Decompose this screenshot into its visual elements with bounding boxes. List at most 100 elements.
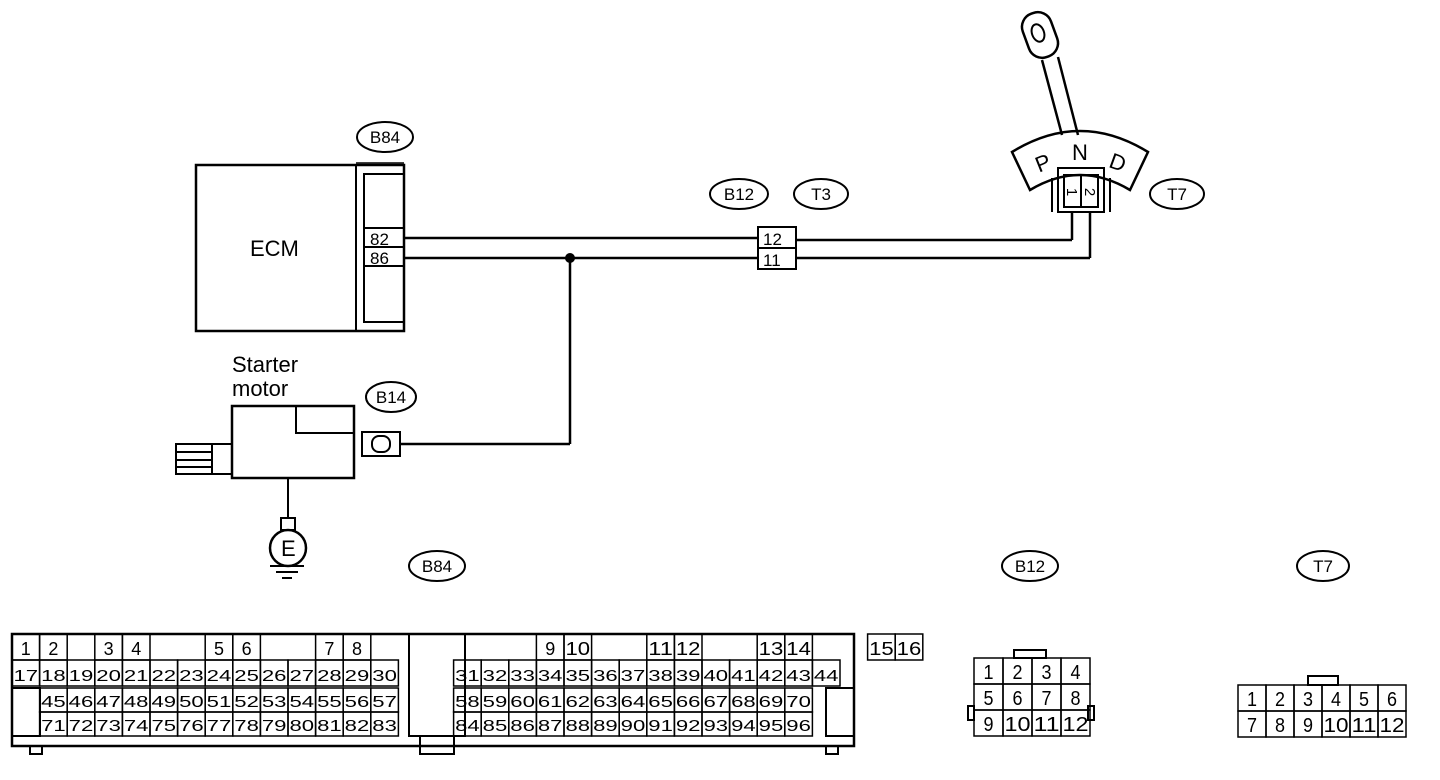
b84-pin-66: 66 (673, 687, 703, 713)
b84-pin-74: 74 (121, 711, 151, 737)
tag-t7-top: T7 (1149, 178, 1205, 210)
svg-text:12: 12 (676, 639, 701, 659)
svg-text:55: 55 (317, 694, 342, 711)
b84-pin-78: 78 (232, 711, 262, 737)
b84-pin-65: 65 (646, 687, 676, 713)
b84-pin-9: 9 (535, 633, 565, 661)
b84-pin-14: 14 (784, 633, 814, 661)
b84-pin-26: 26 (259, 659, 289, 687)
b12-pin-4: 4 (1060, 657, 1091, 685)
t7-pin-5: 5 (1349, 684, 1379, 712)
svg-text:90: 90 (621, 718, 646, 735)
svg-text:56: 56 (345, 694, 370, 711)
svg-text:8: 8 (352, 639, 362, 659)
t7-pin-10: 10 (1321, 710, 1351, 738)
svg-text:21: 21 (124, 668, 149, 685)
svg-text:42: 42 (759, 668, 784, 685)
b84-pin-8: 8 (342, 633, 372, 661)
svg-text:13: 13 (759, 639, 784, 659)
svg-text:34: 34 (538, 668, 563, 685)
b12-pin-8: 8 (1060, 683, 1091, 711)
b84-pin-93: 93 (701, 711, 731, 737)
svg-text:T7: T7 (1167, 185, 1187, 204)
svg-text:5: 5 (214, 639, 224, 659)
connector-b12-t3: 12 11 (757, 226, 797, 270)
b12-pin-7: 7 (1031, 683, 1062, 711)
wire-harness (400, 212, 1092, 446)
b84-pin-15: 15 (866, 633, 896, 661)
svg-text:10: 10 (1005, 714, 1031, 736)
svg-text:91: 91 (648, 718, 673, 735)
svg-text:76: 76 (179, 718, 204, 735)
svg-text:69: 69 (759, 694, 784, 711)
svg-text:54: 54 (290, 694, 315, 711)
b84-pin-73: 73 (94, 711, 124, 737)
b84-pin-63: 63 (590, 687, 620, 713)
svg-text:94: 94 (731, 718, 756, 735)
gear-n-label: N (1072, 140, 1088, 165)
svg-text:15: 15 (869, 639, 894, 659)
b84-pin-47: 47 (94, 687, 124, 713)
svg-text:61: 61 (538, 694, 563, 711)
wire-splice (565, 253, 575, 263)
b84-pin-77: 77 (204, 711, 234, 737)
b84-pin-36: 36 (590, 659, 620, 687)
svg-text:50: 50 (179, 694, 204, 711)
b12-pin-10: 10 (1002, 709, 1033, 737)
ecm-pin-82: 82 (370, 230, 389, 249)
svg-text:32: 32 (483, 668, 508, 685)
svg-text:36: 36 (593, 668, 618, 685)
svg-text:5: 5 (1359, 689, 1369, 711)
b84-pin-2: 2 (38, 633, 68, 661)
b84-pin-58: 58 (452, 687, 482, 713)
b84-pin-40: 40 (701, 659, 731, 687)
b84-pin-54: 54 (287, 687, 317, 713)
t7-pin-4: 4 (1321, 684, 1351, 712)
b84-pin-49: 49 (149, 687, 179, 713)
svg-text:93: 93 (704, 718, 729, 735)
svg-text:26: 26 (262, 668, 287, 685)
tag-b84-top: B84 (356, 121, 414, 153)
svg-text:92: 92 (676, 718, 701, 735)
t7-pin-9: 9 (1293, 710, 1323, 738)
b84-pin-69: 69 (756, 687, 786, 713)
b84-pin-85: 85 (480, 711, 510, 737)
svg-text:24: 24 (207, 668, 232, 685)
svg-text:B12: B12 (1015, 557, 1045, 576)
svg-text:60: 60 (510, 694, 535, 711)
b84-pin-67: 67 (701, 687, 731, 713)
svg-text:87: 87 (538, 718, 563, 735)
b84-pin-11: 11 (646, 633, 676, 661)
svg-text:96: 96 (786, 718, 811, 735)
b84-pin-20: 20 (94, 659, 124, 687)
svg-text:29: 29 (345, 668, 370, 685)
b84-pin-82: 82 (342, 711, 372, 737)
svg-text:75: 75 (152, 718, 177, 735)
svg-text:89: 89 (593, 718, 618, 735)
b84-pin-33: 33 (508, 659, 538, 687)
svg-text:95: 95 (759, 718, 784, 735)
svg-text:86: 86 (510, 718, 535, 735)
b84-pin-3: 3 (94, 633, 124, 661)
b12-pin-12: 12 (763, 230, 782, 249)
svg-text:83: 83 (372, 718, 397, 735)
svg-text:1: 1 (21, 639, 31, 659)
svg-text:48: 48 (124, 694, 149, 711)
b84-pin-50: 50 (176, 687, 206, 713)
svg-text:84: 84 (455, 718, 480, 735)
svg-text:37: 37 (621, 668, 646, 685)
svg-text:4: 4 (1071, 662, 1081, 684)
t7-pin-6: 6 (1377, 684, 1407, 712)
svg-text:B84: B84 (370, 128, 400, 147)
svg-text:7: 7 (324, 639, 334, 659)
b12-pin-1: 1 (973, 657, 1004, 685)
svg-text:1: 1 (984, 662, 994, 684)
starter-label-line2: motor (232, 376, 288, 401)
svg-text:30: 30 (372, 668, 397, 685)
svg-text:71: 71 (41, 718, 66, 735)
svg-text:6: 6 (1387, 689, 1397, 711)
svg-text:1: 1 (1247, 689, 1257, 711)
svg-text:2: 2 (1013, 662, 1023, 684)
